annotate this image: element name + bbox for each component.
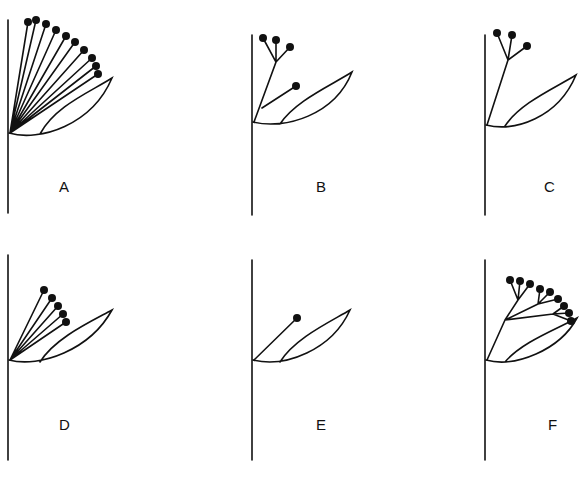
panel-letter: E (316, 417, 326, 432)
panel-letter: C (544, 179, 555, 194)
panel-letter: D (59, 417, 70, 432)
panel-letter: F (548, 417, 557, 432)
panel-letter: B (316, 179, 326, 194)
panel-letter: A (59, 179, 69, 194)
